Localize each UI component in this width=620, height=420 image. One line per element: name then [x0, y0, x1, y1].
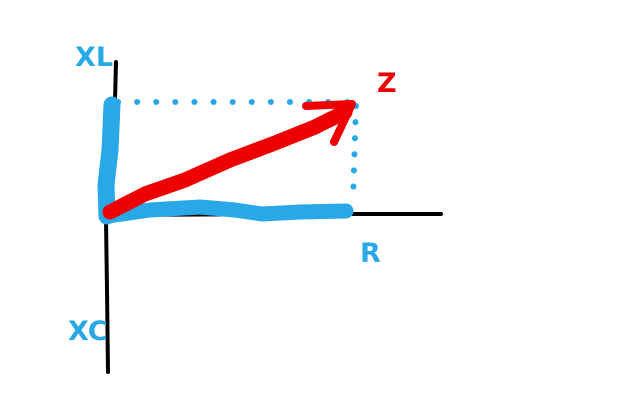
z-label: Z [377, 68, 397, 99]
z-arrowhead-icon [302, 100, 356, 146]
xc-label: XC [68, 316, 108, 347]
z-vector-line [102, 104, 353, 220]
r-label: R [360, 238, 381, 269]
dotted-right-projection [350, 103, 359, 203]
xl-component-line [97, 96, 121, 225]
r-component-line [100, 199, 354, 224]
xl-label: XL [75, 42, 114, 73]
